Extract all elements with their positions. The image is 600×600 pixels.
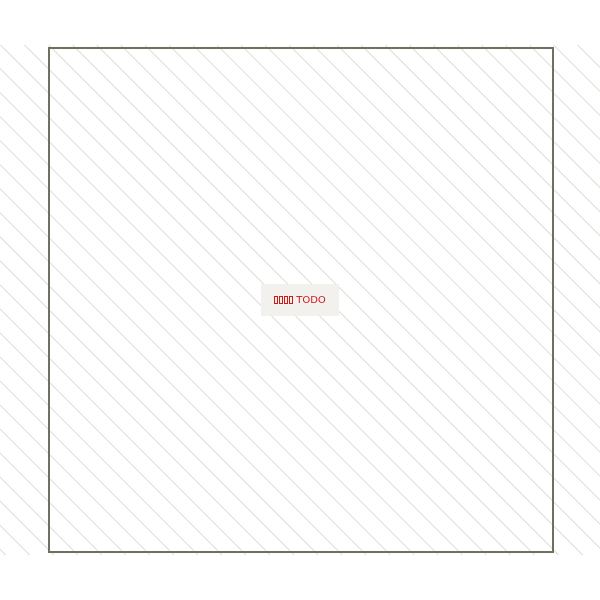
missing-glyph-icon: [274, 296, 294, 304]
todo-badge: TODO: [261, 284, 339, 316]
placeholder-frame: [48, 47, 554, 553]
todo-label: TODO: [296, 294, 326, 306]
